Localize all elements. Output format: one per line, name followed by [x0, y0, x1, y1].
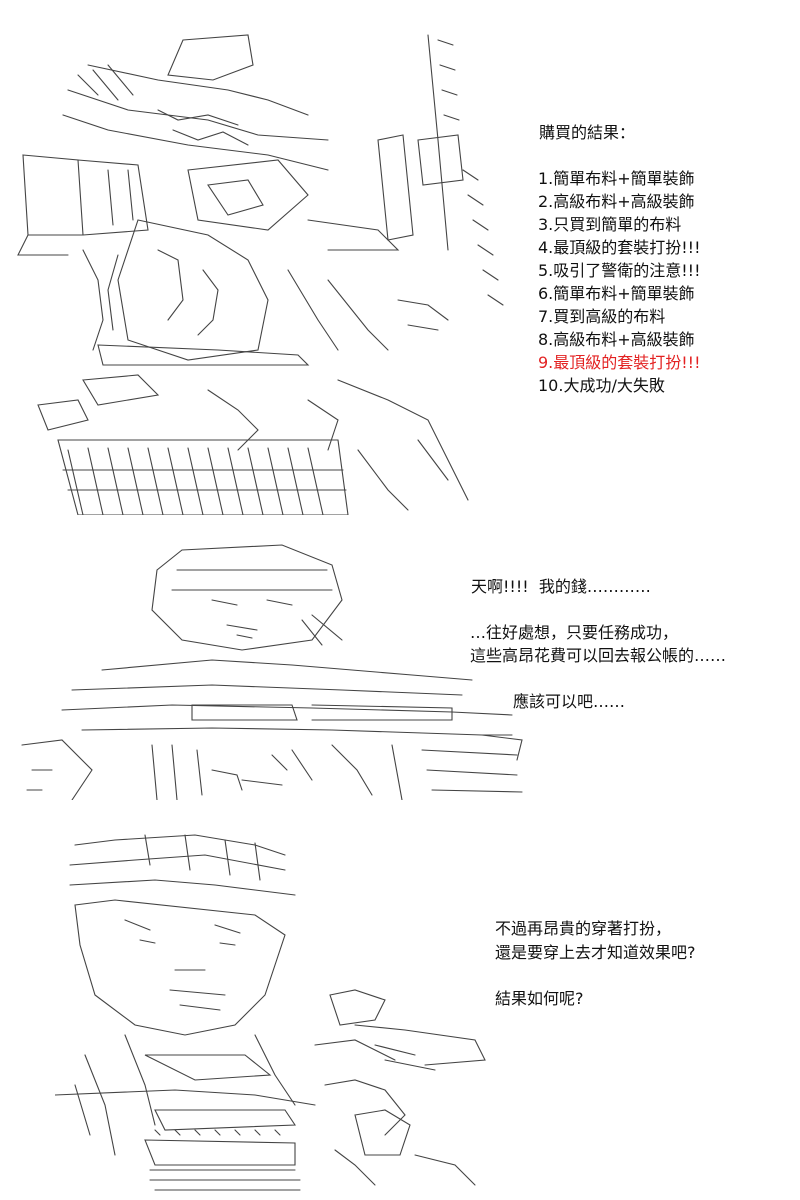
thought-line-2: 這些高昂花費可以回去報公帳的……	[470, 646, 727, 665]
ascii-art-smirking-figure	[55, 825, 505, 1195]
result-item-9: 9.最頂級的套裝打扮!!!	[538, 353, 701, 372]
exclaim-money-text: 天啊!!!! 我的錢…………	[471, 577, 651, 596]
caption-line-2: 還是要穿上去才知道效果吧?	[495, 943, 696, 962]
caption-line-1: 不過再昂貴的穿著打扮，	[495, 919, 672, 938]
panel-try-on: 不過再昂貴的穿著打扮， 還是要穿上去才知道效果吧? 結果如何呢?	[0, 805, 800, 1200]
result-item-2: 2.高級布料+高級裝飾	[538, 192, 695, 211]
results-list: 1.簡單布料+簡單裝飾 2.高級布料+高級裝飾 3.只買到簡單的布料 4.最頂級…	[538, 167, 701, 397]
result-item-1: 1.簡單布料+簡單裝飾	[538, 169, 695, 188]
result-item-10: 10.大成功/大失敗	[538, 376, 665, 395]
result-item-3: 3.只買到簡單的布料	[538, 215, 682, 234]
caption-question: 結果如何呢?	[495, 989, 584, 1008]
crouching-figure-drawing	[21, 544, 523, 800]
result-item-6: 6.簡單布料+簡單裝飾	[538, 284, 695, 303]
result-item-5: 5.吸引了警衛的注意!!!	[538, 261, 701, 280]
thought-line-1: …往好處想，只要任務成功，	[470, 623, 679, 642]
result-item-8: 8.高級布料+高級裝飾	[538, 330, 695, 349]
warrior-figure-drawing	[17, 34, 504, 515]
result-item-4: 4.最頂級的套裝打扮!!!	[538, 238, 701, 257]
panel-money-worry: 天啊!!!! 我的錢………… …往好處想，只要任務成功， 這些高昂花費可以回去報…	[0, 520, 800, 805]
smirking-figure-drawing	[55, 834, 486, 1191]
panel-purchase-results: 購買的結果： 1.簡單布料+簡單裝飾 2.高級布料+高級裝飾 3.只買到簡單的布…	[0, 0, 800, 520]
results-heading: 購買的結果：	[539, 123, 636, 142]
result-item-7: 7.買到高級的布料	[538, 307, 666, 326]
ascii-art-crouching-figure	[12, 530, 532, 800]
thought-line-3: 應該可以吧……	[513, 692, 626, 711]
ascii-art-warrior-figure	[8, 20, 508, 515]
